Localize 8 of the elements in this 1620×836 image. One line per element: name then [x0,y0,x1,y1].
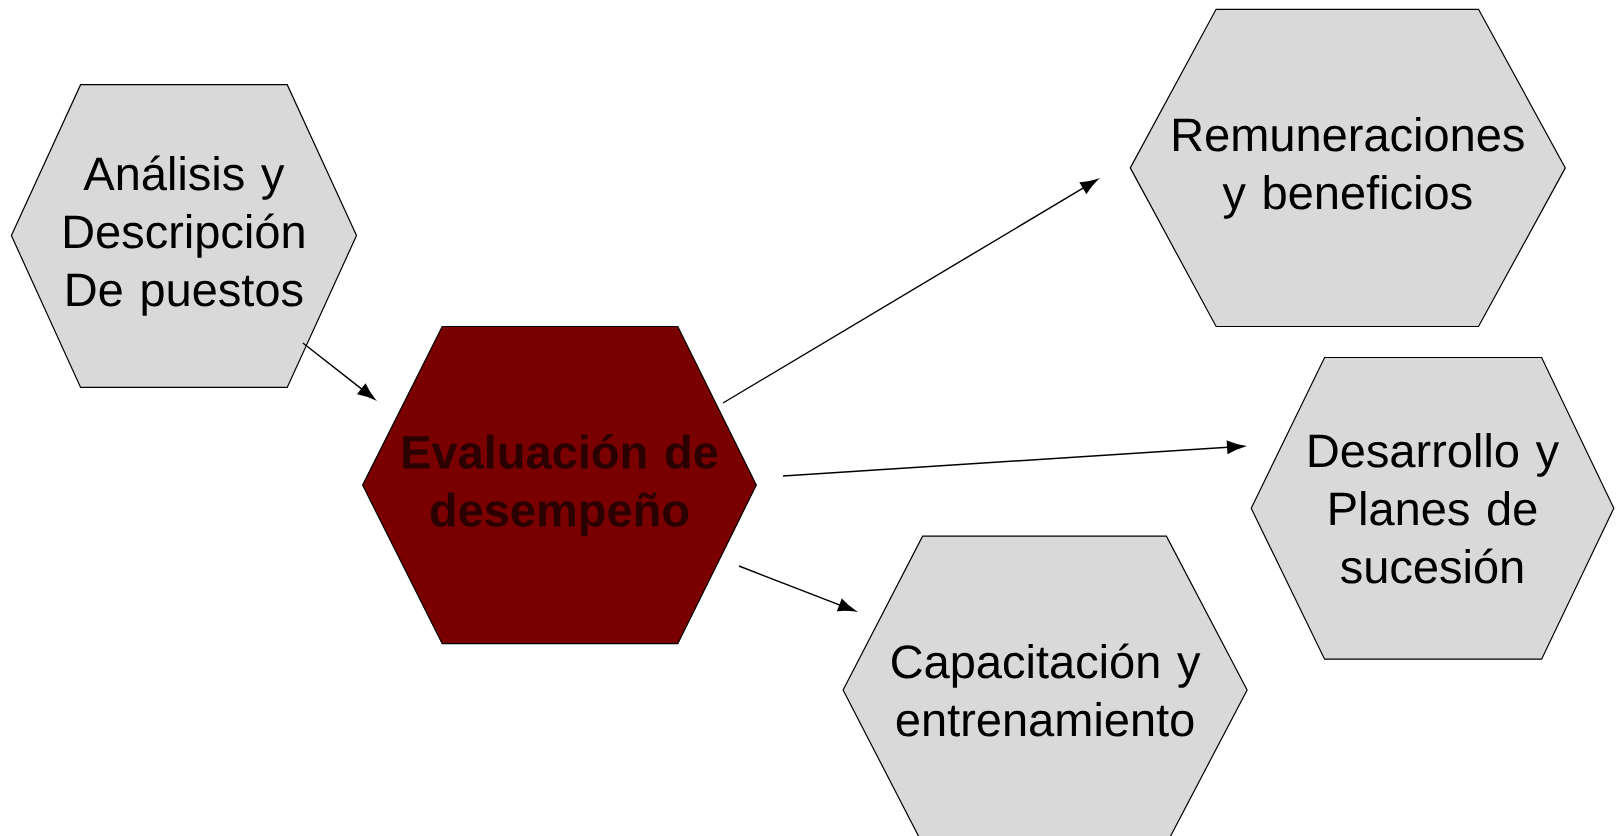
arrow [302,342,376,400]
hexagon: Desarrollo y Planes de sucesión [1250,356,1615,660]
hexagon: Análisis y Descripción De puestos [10,84,358,388]
hexagon: Remuneraciones y beneficios [1129,8,1566,328]
arrow [782,440,1245,477]
arrow [722,178,1099,404]
arrow [738,565,856,612]
hexagon: Capacitación y entrenamiento [842,535,1248,836]
